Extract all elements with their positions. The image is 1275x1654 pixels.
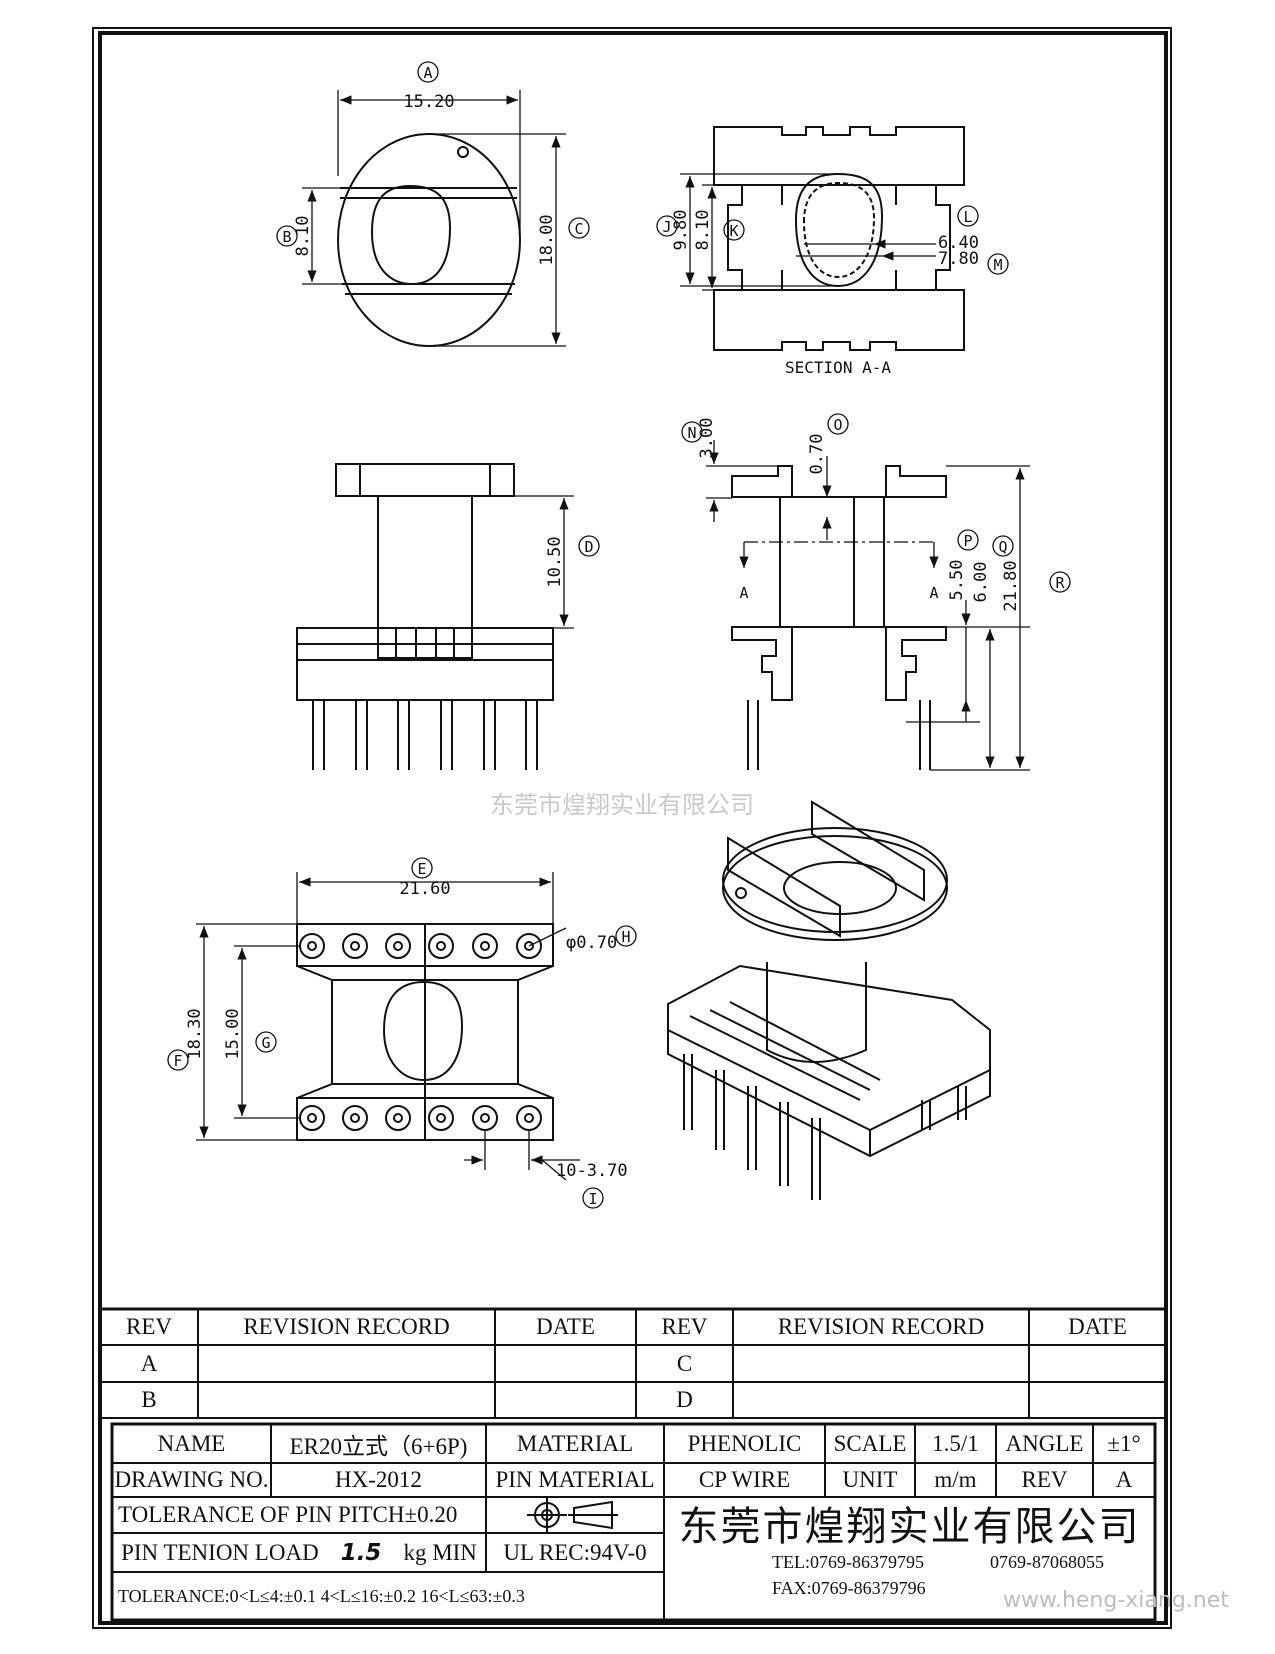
material-value: PHENOLIC [687, 1430, 802, 1456]
watermark-company: 东莞市煌翔实业有限公司 [490, 791, 754, 819]
front-view [296, 463, 554, 770]
dim-p-value: 5.50 [947, 560, 967, 601]
label-j: J [662, 218, 671, 236]
dim-b-value: 8.10 [293, 216, 313, 257]
dim-h-value: φ0.70 [566, 933, 617, 953]
pin-tension-unit: kg MIN [403, 1539, 477, 1565]
label-d: D [584, 538, 593, 556]
inner-border [98, 31, 1168, 1625]
unit-value: m/m [934, 1467, 977, 1492]
rev-row-c: C [676, 1350, 693, 1376]
rev-row-d: D [676, 1387, 693, 1412]
rev-row-a: A [140, 1350, 158, 1376]
dimension-labels: A 15.20 B 8.10 C 18.00 J 9.80 K 8.10 L 6… [167, 61, 1071, 1209]
dim-a-value: 15.20 [403, 92, 454, 112]
company-fax: FAX:0769-86379796 [772, 1577, 926, 1598]
name-label: NAME [157, 1430, 226, 1456]
rev-header-left: REV [126, 1314, 172, 1339]
pin-tension-row: PIN TENION LOAD 1.5 kg MIN [112, 1533, 486, 1572]
dim-f-value: 18.30 [185, 1008, 205, 1059]
title-block-grid [110, 1422, 1157, 1622]
label-a: A [423, 64, 432, 82]
label-r: R [1055, 574, 1065, 592]
dim-k-value: 8.10 [693, 210, 713, 251]
isometric-view [667, 800, 991, 1200]
dim-d-value: 10.50 [545, 536, 565, 587]
angle-value: ±1° [1107, 1430, 1141, 1456]
general-tolerance: TOLERANCE:0<L≤4:±0.1 4<L≤16:±0.2 16<L≤63… [118, 1585, 525, 1606]
name-value: ER20立式（6+6P) [289, 1433, 468, 1459]
angle-label: ANGLE [1005, 1430, 1084, 1456]
pin-tension-value: 1.5 [340, 1539, 382, 1566]
bottom-view [296, 923, 554, 1141]
pin-tension-label: PIN TENION LOAD [121, 1539, 319, 1565]
tolerance-pin-pitch: TOLERANCE OF PIN PITCH±0.20 [118, 1502, 458, 1527]
date-header-right: DATE [1068, 1314, 1127, 1339]
dim-j-value: 9.80 [671, 210, 691, 251]
label-g: G [261, 1034, 270, 1052]
revision-table [100, 1307, 1166, 1419]
material-label: MATERIAL [516, 1430, 634, 1456]
label-f: F [173, 1052, 182, 1070]
revision-record-header-left: REVISION RECORD [243, 1314, 450, 1339]
date-header-left: DATE [536, 1314, 595, 1339]
section-caption: SECTION A-A [785, 358, 891, 377]
dim-l-value: 6.40 [938, 233, 979, 253]
label-e: E [417, 860, 426, 878]
label-k: K [729, 222, 738, 240]
pin-material-value: CP WIRE [698, 1467, 791, 1492]
rev-value: A [1115, 1467, 1133, 1492]
top-view-oval [337, 133, 521, 347]
rev-row-b: B [141, 1387, 157, 1412]
rev-label: REV [1021, 1467, 1068, 1492]
label-q: Q [998, 538, 1007, 556]
label-i: I [588, 1190, 597, 1208]
company-name: 东莞市煌翔实业有限公司 [678, 1504, 1141, 1549]
section-mark-right: A [929, 584, 938, 602]
unit-label: UNIT [842, 1467, 898, 1492]
dimension-lines [196, 90, 1030, 1181]
label-p: P [963, 532, 972, 550]
dim-o-value: 0.70 [807, 434, 827, 475]
rev-header-right: REV [661, 1314, 708, 1339]
label-b: B [282, 228, 291, 246]
outer-border [92, 27, 1172, 1629]
scale-label: SCALE [833, 1430, 907, 1456]
dim-c-value: 18.00 [537, 214, 557, 265]
section-view [713, 126, 965, 351]
pin-material-label: PIN MATERIAL [495, 1467, 655, 1492]
drawing-no-label: DRAWING NO. [114, 1467, 269, 1492]
dim-e-value: 21.60 [399, 879, 450, 899]
dim-g-value: 15.00 [223, 1008, 243, 1059]
dim-q-value: 6.00 [971, 562, 991, 603]
revision-record-header-right: REVISION RECORD [777, 1314, 985, 1339]
label-n: N [687, 424, 696, 442]
company-tel: TEL:0769-86379795 [772, 1551, 924, 1572]
company-tel-2: 0769-87068055 [990, 1551, 1104, 1572]
label-m: M [993, 256, 1002, 274]
dim-r-value: 21.80 [1001, 560, 1021, 611]
scale-value: 1.5/1 [932, 1430, 979, 1456]
dim-m-value: 7.80 [938, 249, 979, 269]
watermark-url: www.heng-xiang.net [1003, 1588, 1229, 1613]
label-c: C [574, 220, 583, 238]
label-h: H [621, 928, 630, 946]
dim-i-value: 10-3.70 [556, 1161, 628, 1181]
section-mark-left: A [739, 584, 748, 602]
projection-symbol [527, 1497, 618, 1533]
side-view [731, 465, 947, 770]
label-o: O [833, 416, 842, 434]
dim-n-value: 3.00 [697, 418, 717, 459]
drawing-no-value: HX-2012 [335, 1467, 422, 1492]
ul-rating: UL REC:94V-0 [503, 1539, 647, 1565]
label-l: L [963, 208, 972, 226]
